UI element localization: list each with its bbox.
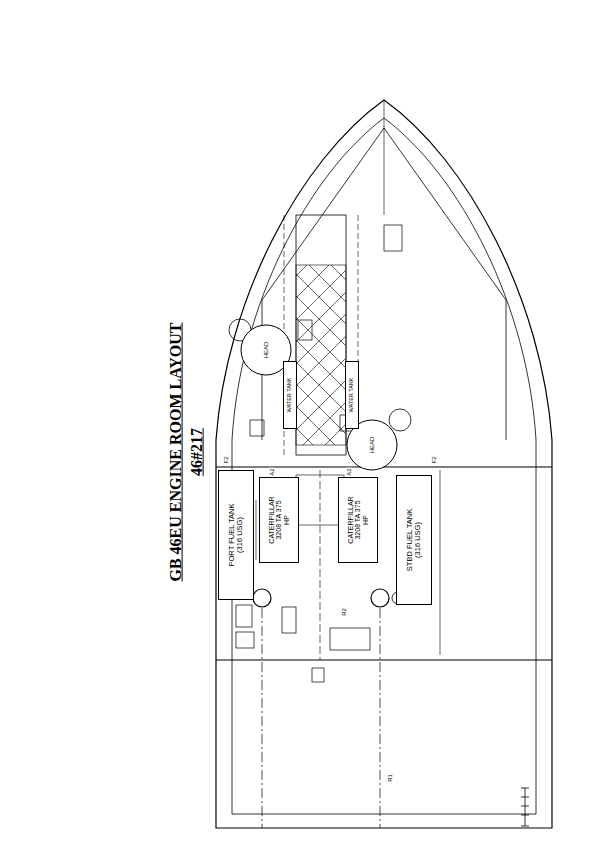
shaft [380, 608, 381, 828]
node-text: CATERPILLAR 3208 TA 375 HP [268, 496, 290, 544]
deck-edge [232, 118, 536, 814]
node-text: WATER TANK [349, 365, 355, 425]
bulkhead [216, 659, 552, 660]
callout-label: A2 [346, 467, 352, 476]
node-text: WATER TANK [287, 365, 293, 425]
tank-box: STBD FUEL TANK (316 USG) [396, 475, 432, 605]
node-text: HEAD [369, 425, 375, 465]
node-text: HEAD [263, 330, 269, 370]
callout-label: A2 [269, 467, 275, 476]
shaft [262, 608, 263, 828]
walkway [296, 215, 346, 455]
scale-bar [521, 788, 529, 826]
callout-label: F2 [431, 455, 437, 464]
callout-label: R2 [341, 607, 347, 617]
tank-box: PORT FUEL TANK (316 USG) [218, 470, 254, 600]
tank-box: WATER TANK [345, 361, 359, 429]
node-text: PORT FUEL TANK (316 USG) [228, 499, 244, 571]
gear [371, 589, 389, 607]
hull-number: 46#217 [189, 427, 206, 477]
gear [253, 589, 271, 607]
tank-box: WATER TANK [283, 361, 297, 429]
node-text: CATERPILLAR 3208 TA 375 HP [347, 496, 369, 544]
drawing-title: GB 46EU ENGINE ROOM LAYOUT [168, 323, 185, 582]
callout-label: R1 [387, 773, 393, 783]
tank-box: CATERPILLAR 3208 TA 375 HP [338, 477, 378, 563]
hull-outline [216, 100, 552, 828]
tank-box: CATERPILLAR 3208 TA 375 HP [259, 477, 299, 563]
node-text: STBD FUEL TANK (316 USG) [406, 504, 422, 576]
callout-label: F2 [223, 455, 229, 464]
